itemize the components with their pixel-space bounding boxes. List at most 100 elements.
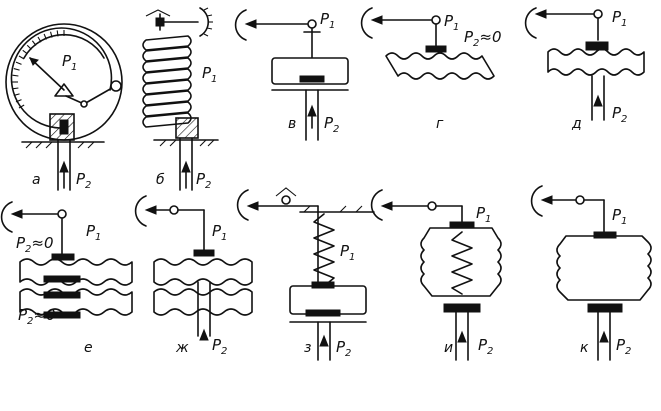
fig-g-corrugated-membrane: P1 P2≈0 г xyxy=(360,7,502,132)
label-p2-zero: P2≈0 xyxy=(464,28,502,49)
dial-tick xyxy=(12,74,19,77)
label-p1: P1 xyxy=(320,10,335,31)
fig-k-bellows: P1 P2 к xyxy=(530,185,652,361)
fig-d-corrugated-membrane: P1 P2 д xyxy=(524,7,645,132)
fig-a-bourdon-gauge: P1 P2 а xyxy=(5,23,123,191)
socket-block xyxy=(49,113,75,141)
label-p2: P2 xyxy=(612,104,627,125)
bellows xyxy=(556,235,652,301)
coil-turn xyxy=(142,79,192,95)
membrane-box xyxy=(271,57,349,85)
linkage-joint xyxy=(80,100,88,108)
socket-core xyxy=(59,119,69,135)
coil-turn xyxy=(142,35,192,51)
spring xyxy=(313,213,335,287)
pointer-pivot xyxy=(54,83,74,97)
fig-b-helical-tube: P1 P2 б xyxy=(142,7,219,191)
pivot-ground xyxy=(275,187,297,197)
label-p2: P2 xyxy=(478,336,493,357)
label-p1: P1 xyxy=(476,204,491,225)
base-hatching xyxy=(159,139,215,147)
scale-arc xyxy=(236,189,249,221)
label-p2: P2 xyxy=(616,336,631,357)
dial-tick xyxy=(43,33,47,40)
coil-turn xyxy=(142,68,192,84)
label-p1: P1 xyxy=(86,222,101,243)
caption-e: е xyxy=(84,340,93,356)
bourdon-tube xyxy=(10,27,113,129)
caption-g: г xyxy=(436,116,444,132)
caption-i: и xyxy=(444,340,453,356)
dial-tick xyxy=(22,49,28,55)
dial-tick xyxy=(13,68,20,71)
base-hatching xyxy=(25,141,95,149)
top-block xyxy=(155,17,165,27)
bellows xyxy=(420,227,502,297)
fig-i-bellows-spring: P1 P2 и xyxy=(370,189,502,361)
scale-arc xyxy=(524,7,537,39)
dial-tick xyxy=(12,87,19,90)
label-p2: P2 xyxy=(212,336,227,357)
dial-tick xyxy=(18,55,25,60)
lower-capsule xyxy=(19,288,133,316)
caption-k: к xyxy=(580,340,589,356)
pivot xyxy=(307,19,317,29)
label-p1: P1 xyxy=(612,206,627,227)
pressure-arrow-head xyxy=(59,160,69,173)
scale-arc xyxy=(360,7,373,39)
dial-tick xyxy=(18,104,25,109)
caption-b: б xyxy=(156,172,165,188)
coil-turn xyxy=(142,90,192,106)
caption-v: в xyxy=(288,116,296,132)
label-p2-zero-bottom: P2≈0 xyxy=(18,306,56,327)
dial-tick xyxy=(37,36,42,43)
scale-arc xyxy=(370,189,383,221)
label-p1: P1 xyxy=(444,12,459,33)
fig-v-flat-membrane: P1 P2 в xyxy=(234,9,349,141)
inner-spring xyxy=(451,231,473,295)
coil-socket xyxy=(175,117,199,139)
label-p2-zero-top: P2≈0 xyxy=(16,234,54,255)
upper-capsule xyxy=(153,258,253,286)
coil-turn xyxy=(142,101,192,117)
gauge-pointer xyxy=(29,57,65,91)
dial-tick xyxy=(50,31,53,38)
scale-ticks xyxy=(203,7,213,37)
coil-turn xyxy=(142,46,192,62)
label-p1: P1 xyxy=(612,8,627,29)
dial-tick xyxy=(56,30,59,37)
fig-z-spring-membrane: P1 P2 з xyxy=(236,187,375,361)
caption-zh: ж xyxy=(175,340,189,356)
label-p2: P2 xyxy=(324,114,339,135)
dial-tick xyxy=(26,44,32,50)
helical-coil xyxy=(142,35,192,128)
coil-turn xyxy=(142,57,192,73)
lower-capsule xyxy=(153,288,253,316)
caption-a: а xyxy=(32,172,41,188)
dial-tick xyxy=(31,40,37,46)
scale-arc xyxy=(234,9,247,41)
label-p2: P2 xyxy=(76,170,91,191)
label-p2: P2 xyxy=(196,170,211,191)
label-p1: P1 xyxy=(340,242,355,263)
corrugated-capsule xyxy=(547,48,645,76)
dial-tick xyxy=(15,61,22,65)
corrugated-capsule xyxy=(385,52,495,80)
label-p1: P1 xyxy=(212,222,227,243)
top-ground xyxy=(145,9,171,17)
label-p1: P1 xyxy=(62,52,77,73)
fig-e-twin-capsules: P1 P2≈0 P2≈0 е xyxy=(0,201,133,356)
tube-tip-joint xyxy=(110,80,122,92)
pressure-arrow-head xyxy=(181,160,191,173)
scale-arc xyxy=(530,185,543,217)
caption-z: з xyxy=(304,340,311,356)
scale-arc xyxy=(0,201,13,233)
scale-arc xyxy=(134,195,147,227)
label-p1: P1 xyxy=(202,64,217,85)
pointer-arrowhead xyxy=(29,57,39,66)
fig-zh-twin-capsules: P1 P2 ж xyxy=(134,195,253,357)
scale-arc xyxy=(199,7,209,37)
caption-d: д xyxy=(571,116,582,132)
label-p2: P2 xyxy=(336,338,351,359)
